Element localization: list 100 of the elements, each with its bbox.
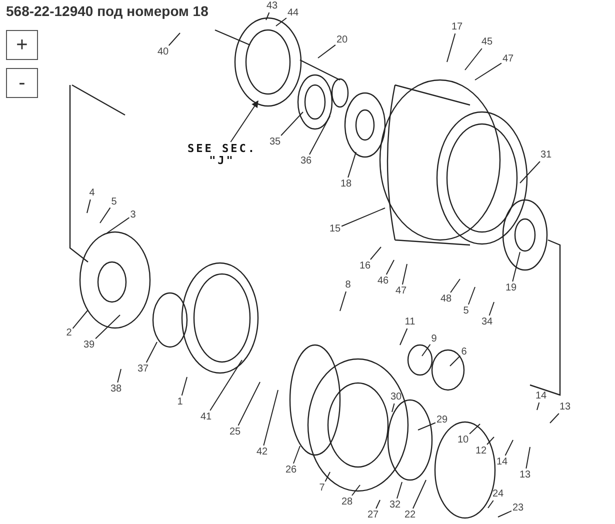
leader-line	[418, 422, 436, 430]
callout-number: 27	[367, 510, 379, 520]
callout-number: 26	[285, 464, 297, 476]
callout-number: 23	[512, 502, 524, 514]
callout-number: 24	[492, 488, 504, 500]
leader-line	[450, 278, 460, 293]
leader-line	[474, 62, 502, 80]
diagram-title: 568-22-12940 под номером 18	[6, 3, 208, 19]
leader-line	[370, 246, 382, 260]
leader-line	[469, 424, 480, 434]
callout-number: 31	[540, 150, 552, 160]
leader-line	[446, 33, 456, 62]
leader-line	[468, 286, 476, 305]
callout-number: 44	[287, 8, 299, 18]
callout-number: 14	[535, 390, 547, 402]
callout-number: 47	[502, 54, 514, 64]
leader-line	[146, 342, 158, 363]
callout-number: 47	[395, 286, 407, 296]
zoom-in-button: +	[6, 30, 38, 60]
callout-number: 40	[157, 46, 169, 58]
leader-line	[376, 500, 380, 509]
leader-line	[386, 260, 394, 275]
leader-line	[402, 264, 408, 285]
leader-line	[86, 199, 91, 214]
callout-number: 6	[461, 346, 467, 358]
callout-number: 32	[389, 500, 401, 510]
leader-line	[526, 446, 530, 469]
callout-number: 9	[431, 334, 437, 344]
callout-number: 35	[269, 136, 281, 148]
callout-number: 10	[457, 434, 469, 446]
callout-number: 12	[475, 446, 487, 456]
leader-line	[263, 390, 278, 446]
leader-line	[324, 472, 330, 482]
callout-number: 39	[83, 340, 95, 350]
callout-number: 19	[505, 282, 517, 294]
callout-number: 46	[377, 276, 389, 286]
leader-line	[341, 208, 386, 227]
leader-line	[536, 402, 540, 410]
leader-line	[230, 100, 258, 142]
callout-number: 4	[89, 188, 95, 198]
leader-line	[276, 18, 287, 26]
leader-line	[400, 328, 408, 346]
leader-line	[412, 480, 426, 509]
leader-line	[348, 152, 356, 178]
leader-line	[392, 403, 395, 412]
leader-line	[95, 314, 120, 340]
leader-line	[117, 368, 122, 383]
callout-number: 22	[404, 510, 416, 520]
callout-number: 1	[177, 396, 183, 408]
leader-line	[308, 116, 330, 155]
leader-line	[488, 500, 494, 508]
callout-number: 18	[340, 178, 352, 190]
callout-number: 34	[481, 316, 493, 328]
callout-number: 16	[359, 260, 371, 272]
callout-number: 20	[336, 34, 348, 46]
section-reference-note: SEE SEC. "J"	[187, 143, 257, 167]
leader-line	[488, 302, 494, 316]
callout-number: 43	[266, 0, 278, 12]
leader-line	[340, 291, 346, 312]
callout-number: 11	[404, 316, 416, 328]
callout-number: 17	[451, 22, 463, 32]
callout-number: 30	[390, 392, 402, 402]
leader-line	[292, 446, 300, 464]
callout-number: 13	[559, 402, 571, 412]
callout-number: 7	[319, 482, 325, 494]
callout-number: 41	[200, 412, 212, 422]
leader-line	[168, 32, 180, 46]
callout-number: 8	[345, 280, 351, 290]
callout-number: 14	[496, 456, 508, 468]
leader-line	[181, 376, 188, 396]
leader-line	[318, 44, 336, 58]
leader-line	[210, 360, 242, 411]
callout-number: 5	[111, 196, 117, 208]
callout-number: 2	[66, 328, 72, 338]
leader-line	[100, 207, 111, 224]
callout-number: 45	[481, 36, 493, 48]
callout-number: 48	[440, 294, 452, 304]
leader-line	[486, 436, 494, 445]
leader-line	[450, 355, 461, 366]
leader-line	[266, 12, 270, 20]
leader-line	[504, 440, 514, 456]
callout-number: 3	[130, 210, 136, 220]
callout-number: 38	[110, 384, 122, 394]
callout-number: 29	[436, 414, 448, 426]
callout-number: 37	[137, 364, 149, 374]
leader-line	[520, 161, 540, 184]
callout-number: 36	[300, 156, 312, 166]
leader-line	[550, 413, 560, 424]
leader-line	[238, 382, 260, 426]
callout-number: 5	[463, 306, 469, 316]
callout-number: 15	[329, 224, 341, 234]
leader-line	[106, 217, 130, 234]
leader-line	[280, 112, 304, 136]
callout-number: 42	[256, 446, 268, 458]
leader-line	[498, 510, 512, 518]
callout-number: 25	[229, 426, 241, 438]
callout-number: 13	[519, 470, 531, 480]
callout-number: 28	[341, 496, 353, 508]
leader-line	[351, 484, 360, 496]
leader-line	[464, 48, 482, 70]
